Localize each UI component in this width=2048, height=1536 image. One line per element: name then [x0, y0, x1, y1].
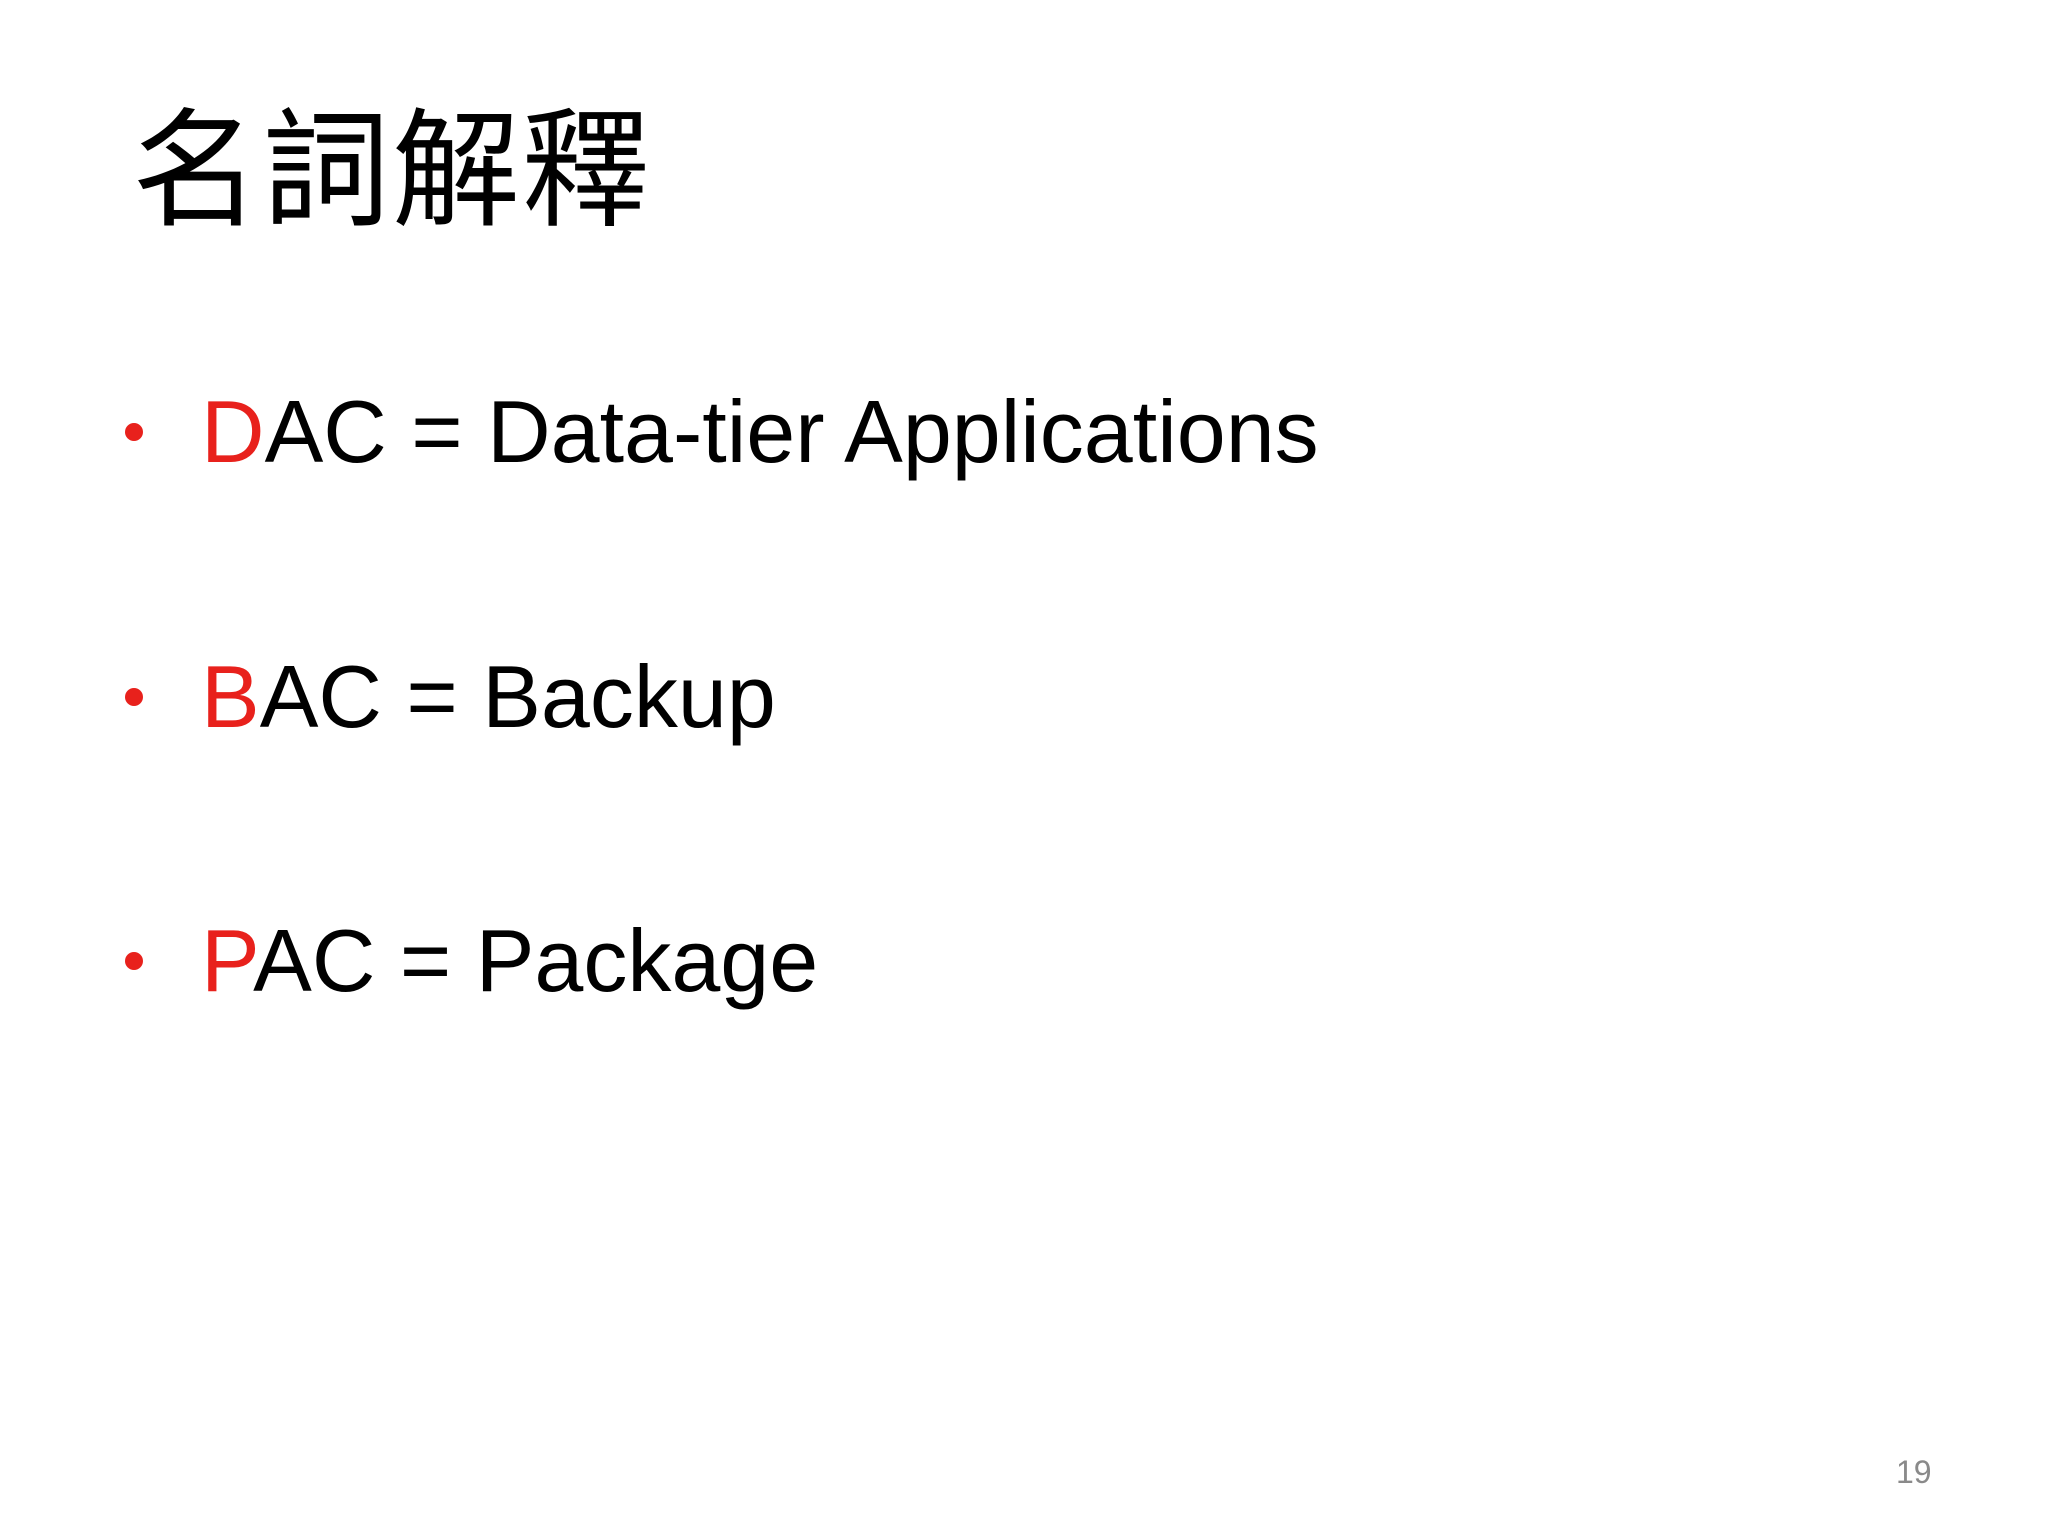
bullet-text: DAC = Data-tier Applications: [201, 388, 1319, 476]
slide-title: 名詞解釋: [132, 97, 653, 246]
bullet-initial: B: [201, 647, 260, 746]
bullet-text: PAC = Package: [201, 917, 818, 1005]
bullet-item-bac: BAC = Backup: [125, 642, 776, 752]
bullet-initial: P: [201, 911, 254, 1010]
bullet-dot-icon: [125, 952, 143, 970]
bullet-text: BAC = Backup: [201, 653, 776, 741]
bullet-item-pac: PAC = Package: [125, 906, 818, 1016]
bullet-rest: AC = Backup: [259, 647, 776, 746]
bullet-dot-icon: [125, 423, 143, 441]
page-number: 19: [1896, 1454, 1932, 1490]
bullet-item-dac: DAC = Data-tier Applications: [125, 377, 1319, 487]
bullet-rest: AC = Package: [253, 911, 819, 1010]
bullet-initial: D: [201, 382, 265, 481]
bullet-dot-icon: [125, 688, 143, 706]
bullet-rest: AC = Data-tier Applications: [264, 382, 1319, 481]
